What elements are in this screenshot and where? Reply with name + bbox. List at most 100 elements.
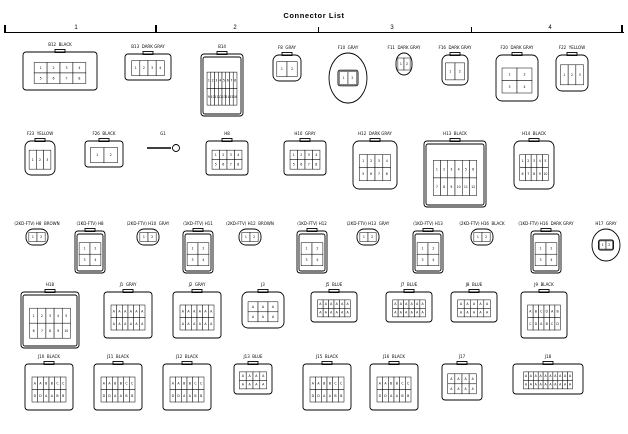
pin-cell: A: [344, 299, 351, 309]
pin-cell: A: [403, 299, 410, 309]
connector-label: J9 BLACK: [534, 282, 553, 287]
svg-text:1: 1: [33, 314, 35, 318]
pin-cell: A: [328, 299, 335, 309]
svg-text:A: A: [450, 387, 453, 391]
svg-text:2: 2: [94, 247, 96, 251]
connector-label: (2KD-FTV) H8 BROWN: [14, 221, 59, 226]
pin-cell: A: [533, 380, 539, 390]
connector-color: GRAY: [606, 221, 617, 226]
pin-cell: A: [523, 371, 529, 381]
pin-cell: 6: [297, 159, 306, 170]
connector-code: H13: [443, 131, 452, 136]
svg-text:2: 2: [143, 66, 145, 70]
svg-text:A: A: [457, 377, 460, 381]
ruler-tick: [155, 25, 157, 32]
svg-text:B: B: [535, 309, 537, 313]
svg-text:A: A: [416, 302, 419, 306]
pin-cell: 3: [214, 71, 219, 89]
pin-cell: 2: [219, 149, 228, 160]
pin-cell: D: [309, 389, 316, 403]
pin-cell: C: [549, 317, 556, 331]
svg-text:A: A: [172, 381, 175, 385]
pin-cell: 8: [232, 71, 238, 89]
connector-label: F22 YELLOW: [559, 45, 585, 50]
svg-text:12: 12: [471, 185, 475, 189]
svg-text:2: 2: [443, 167, 445, 171]
connector-code: J18: [544, 354, 552, 359]
pin-cell: 4: [311, 253, 324, 266]
svg-text:A: A: [529, 309, 532, 313]
svg-text:A: A: [394, 302, 397, 306]
connector-label: B13 DARK GRAY: [131, 44, 164, 49]
pin-cell: A: [528, 371, 534, 381]
svg-text:1: 1: [400, 62, 402, 66]
pin-cell: 2: [147, 232, 157, 242]
connector-label: (2KD-FTV) H10 GRAY: [127, 221, 170, 226]
pin-cell: 7: [304, 159, 313, 170]
svg-text:B: B: [56, 394, 58, 398]
pin-cell: A: [31, 376, 38, 390]
pin-cell: 3: [530, 154, 538, 168]
connector-code: (1KD-FTV) H16: [518, 221, 549, 226]
svg-text:A: A: [210, 322, 213, 326]
connector-code: H14: [522, 131, 531, 136]
connector-label: (2KD-FTV) H16 BLACK: [459, 221, 504, 226]
svg-text:A: A: [486, 311, 489, 315]
connector-label: F26 BLACK: [92, 131, 115, 136]
connector-housing: [272, 54, 302, 82]
pin-cell: A: [470, 308, 478, 318]
pin-cell: A: [252, 380, 261, 390]
svg-text:6: 6: [53, 76, 55, 80]
pin-cell: 8: [234, 159, 243, 170]
connector-code: (2KD-FTV) H10: [126, 221, 157, 226]
pin-cell: 1: [211, 149, 220, 160]
svg-text:3: 3: [84, 258, 86, 262]
pin-cell: A: [562, 380, 568, 390]
connector-label: F10 GRAY: [338, 45, 359, 50]
svg-text:4: 4: [315, 153, 317, 157]
pin-cell: A: [463, 308, 471, 318]
svg-text:A: A: [323, 394, 326, 398]
connector-code: F11: [387, 45, 395, 50]
pin-cell: 8: [45, 322, 55, 339]
svg-text:A: A: [569, 383, 572, 387]
connector-code: F26: [92, 131, 100, 136]
svg-text:A: A: [189, 394, 192, 398]
connector-code: J5: [325, 282, 330, 287]
pin-cell: A: [547, 371, 554, 381]
connector-code: (1KD-FTV) H12: [297, 221, 327, 226]
svg-text:A: A: [262, 315, 265, 319]
pin-cell: D: [175, 389, 182, 403]
svg-text:2: 2: [485, 235, 487, 239]
svg-text:A: A: [341, 311, 344, 315]
svg-text:A: A: [341, 302, 344, 306]
connector-color: BLUE: [472, 282, 483, 287]
pin-cell: 2: [481, 232, 491, 242]
pin-cell: C: [338, 376, 345, 390]
pin-cell: 1: [416, 242, 429, 255]
svg-text:2: 2: [300, 153, 302, 157]
pin-cell: D: [532, 317, 539, 331]
connector-label: F8 GRAY: [278, 45, 296, 50]
svg-text:6: 6: [370, 172, 372, 176]
pin-cell: A: [185, 304, 192, 318]
pin-cell: 8: [72, 72, 87, 84]
connector-label: F16 DARK GRAY: [439, 45, 472, 50]
connector-housing: [450, 291, 498, 323]
pin-cell: 4: [545, 253, 558, 266]
pin-cell: A: [397, 308, 404, 318]
svg-text:A: A: [113, 309, 116, 313]
svg-text:A: A: [549, 374, 552, 378]
svg-text:C: C: [401, 381, 404, 385]
connector-housing: [512, 363, 584, 395]
pin-cell: 4: [53, 307, 63, 324]
svg-text:D: D: [384, 394, 387, 398]
